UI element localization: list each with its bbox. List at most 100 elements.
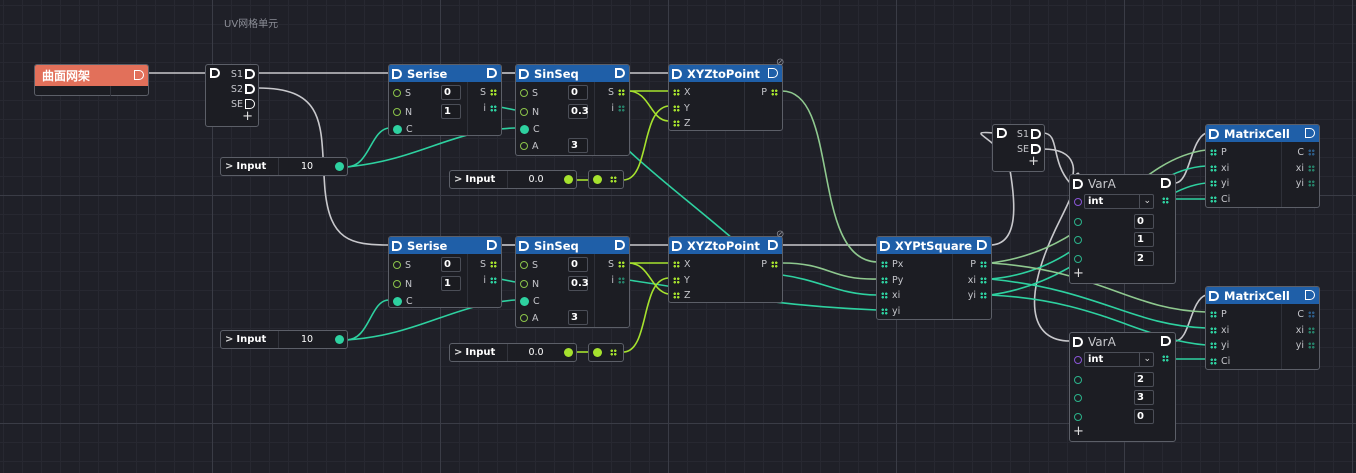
serise-node[interactable]: Serise S 0 N 1 C S i — [388, 236, 502, 308]
matrix-cell-node[interactable]: MatrixCell P xi yi Ci C xi yi — [1205, 286, 1320, 370]
value-field[interactable]: 0 — [441, 257, 461, 272]
input-port-icon[interactable] — [1210, 179, 1217, 187]
data-input-icon[interactable] — [519, 240, 529, 251]
input-port[interactable] — [593, 348, 602, 357]
serise-node[interactable]: Serise S 0 N 1 C S i — [388, 64, 502, 136]
input-value[interactable]: 10 — [300, 334, 314, 345]
value-field[interactable]: 0 — [441, 85, 461, 100]
chevron-right-icon[interactable]: > — [454, 174, 463, 185]
input-port-icon[interactable] — [673, 88, 680, 96]
input-value[interactable]: 10 — [300, 161, 314, 172]
output-port-icon[interactable] — [610, 176, 617, 183]
data-output-icon[interactable] — [1161, 178, 1171, 188]
output-port[interactable] — [564, 175, 573, 184]
type-port[interactable] — [1074, 198, 1082, 206]
input-port[interactable] — [520, 89, 528, 97]
input-port[interactable] — [393, 280, 401, 288]
data-input-icon[interactable] — [1073, 178, 1083, 189]
value-field[interactable]: 0 — [1134, 214, 1154, 229]
value-field[interactable]: 0.3 — [568, 276, 589, 291]
value-field[interactable]: 1 — [441, 104, 461, 119]
output-port-icon[interactable] — [771, 88, 778, 96]
sinseq-node[interactable]: SinSeq S 0 N 0.3 C A 3 S i — [515, 236, 630, 328]
data-input-icon[interactable] — [880, 240, 890, 251]
chevron-down-icon[interactable]: ⌄ — [1139, 195, 1151, 208]
input-port-icon[interactable] — [881, 307, 888, 315]
input-port-icon[interactable] — [881, 260, 888, 268]
input-port-icon[interactable] — [1210, 341, 1217, 349]
output-port-icon[interactable] — [618, 104, 625, 112]
data-input-icon[interactable] — [519, 68, 529, 79]
eye-hidden-icon[interactable]: ⊘ — [776, 229, 785, 240]
input-port[interactable] — [1074, 236, 1082, 244]
value-field[interactable]: 2 — [1134, 372, 1154, 387]
output-port-icon[interactable] — [980, 260, 987, 268]
output-port-icon[interactable] — [490, 276, 497, 284]
data-output-icon[interactable] — [1031, 129, 1041, 139]
input-port[interactable] — [593, 175, 602, 184]
data-output-icon[interactable] — [615, 240, 625, 250]
output-port-icon[interactable] — [618, 276, 625, 284]
input-port[interactable] — [1074, 218, 1082, 226]
chevron-right-icon[interactable]: > — [225, 334, 234, 345]
matrix-cell-node[interactable]: MatrixCell P xi yi Ci C xi yi — [1205, 124, 1320, 208]
vara-node[interactable]: VarA int⌄ 0 1 2 + — [1069, 174, 1176, 284]
input-port[interactable] — [393, 124, 402, 134]
split-node[interactable]: S1 S2 SE + — [205, 64, 259, 127]
input-port[interactable] — [1074, 413, 1082, 421]
xyz-to-point-node[interactable]: XYZtoPoint X Y Z P — [668, 236, 783, 303]
input-port[interactable] — [1074, 376, 1082, 384]
value-field[interactable]: 3 — [568, 138, 588, 153]
value-field[interactable]: 0 — [568, 85, 588, 100]
data-output-icon[interactable] — [1305, 290, 1315, 300]
data-output-icon[interactable] — [245, 69, 255, 79]
input-port[interactable] — [520, 261, 528, 269]
data-input-icon[interactable] — [1209, 290, 1219, 301]
output-port-icon[interactable] — [1162, 355, 1169, 362]
data-output-icon[interactable] — [977, 240, 987, 250]
input-port[interactable] — [393, 108, 401, 116]
output-port-icon[interactable] — [1308, 179, 1315, 187]
data-input-icon[interactable] — [672, 68, 682, 79]
input-port[interactable] — [393, 261, 401, 269]
input-port[interactable] — [393, 296, 402, 306]
output-port-icon[interactable] — [1308, 341, 1315, 349]
input-port[interactable] — [520, 124, 529, 134]
output-port[interactable] — [564, 348, 573, 357]
output-port-icon[interactable] — [771, 260, 778, 268]
value-field[interactable]: 0 — [1134, 409, 1154, 424]
data-output-icon[interactable] — [615, 68, 625, 78]
data-output-icon[interactable] — [1161, 336, 1171, 346]
relay-node[interactable] — [588, 343, 624, 362]
input-value[interactable]: 0.0 — [528, 347, 544, 358]
value-field[interactable]: 3 — [1134, 390, 1154, 405]
data-output-icon[interactable] — [1305, 128, 1315, 138]
output-port-icon[interactable] — [1308, 148, 1315, 156]
source-node-header[interactable]: 曲面网架 — [35, 65, 148, 86]
input-node[interactable]: >Input 10 — [220, 157, 348, 176]
input-port-icon[interactable] — [673, 119, 680, 127]
data-output-icon[interactable] — [134, 70, 144, 80]
value-field[interactable]: 1 — [441, 276, 461, 291]
output-port-icon[interactable] — [618, 88, 625, 96]
xyz-to-point-node[interactable]: XYZtoPoint X Y Z P — [668, 64, 783, 131]
input-port[interactable] — [520, 108, 528, 116]
data-output-icon[interactable] — [768, 240, 778, 250]
input-port-icon[interactable] — [881, 276, 888, 284]
xypt-square-node[interactable]: XYPtSquare Px Py xi yi P xi yi — [876, 236, 992, 320]
add-port-button[interactable]: + — [242, 109, 253, 124]
value-field[interactable]: 0 — [568, 257, 588, 272]
source-node[interactable]: 曲面网架 — [34, 64, 149, 96]
chevron-down-icon[interactable]: ⌄ — [1139, 353, 1151, 366]
input-port[interactable] — [520, 142, 528, 150]
type-port[interactable] — [1074, 356, 1082, 364]
value-field[interactable]: 2 — [1134, 251, 1154, 266]
data-input-icon[interactable] — [1209, 128, 1219, 139]
eye-hidden-icon[interactable]: ⊘ — [776, 57, 785, 68]
input-port-icon[interactable] — [1210, 164, 1217, 172]
data-output-icon[interactable] — [245, 99, 255, 109]
data-input-icon[interactable] — [392, 240, 402, 251]
input-node[interactable]: >Input 0.0 — [449, 170, 577, 189]
input-port-icon[interactable] — [1210, 195, 1217, 203]
input-port[interactable] — [1074, 394, 1082, 402]
